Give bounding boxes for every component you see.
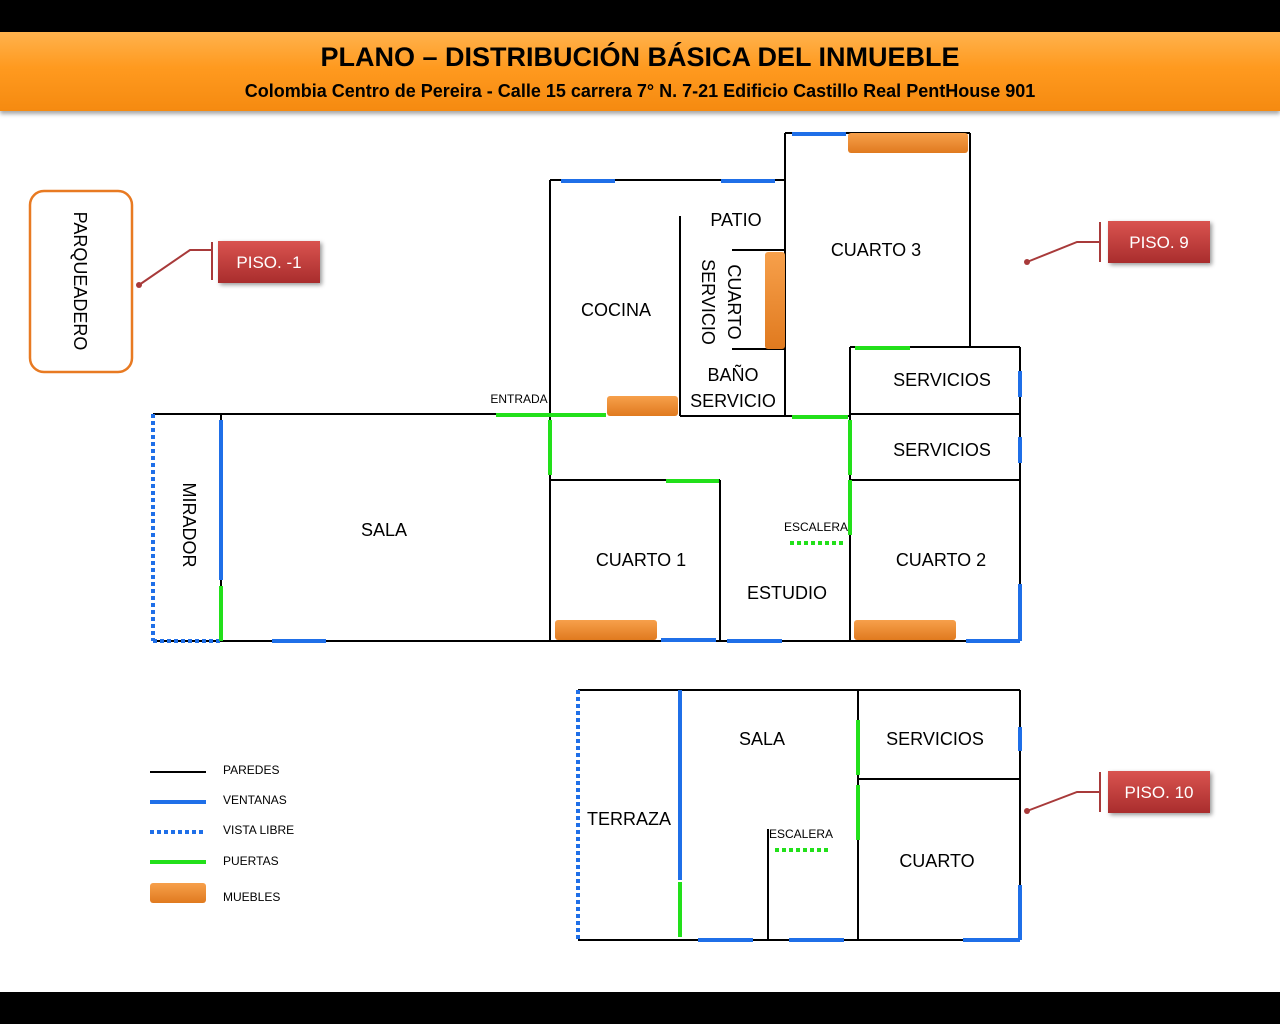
title-banner: PLANO – DISTRIBUCIÓN BÁSICA DEL INMUEBLE… (0, 32, 1280, 111)
label-mirador: MIRADOR (179, 483, 199, 568)
floor10-labels: SALA TERRAZA SERVICIOS ESCALERA CUARTO (587, 729, 984, 871)
label-servicios-a: SERVICIOS (893, 370, 991, 390)
label-bano-1: BAÑO (707, 364, 758, 385)
floor9-walls (153, 132, 1021, 642)
floor9-windows (219, 132, 1022, 643)
piso-10-tag: PISO. 10 (1108, 771, 1210, 813)
floor10-doors (678, 720, 860, 937)
piso-9-label: PISO. 9 (1129, 233, 1189, 252)
floor9-doors (219, 346, 910, 641)
top-black-bar (0, 0, 1280, 32)
label-cuarto-servicio-2: SERVICIO (698, 259, 718, 345)
label-cuarto3: CUARTO 3 (831, 240, 921, 260)
label-escalera-10: ESCALERA (769, 827, 833, 841)
label-cuarto-10: CUARTO (899, 851, 974, 871)
piso-10-connector (1024, 772, 1101, 814)
label-cuarto-servicio-1: CUARTO (724, 264, 744, 339)
parking-label: PARQUEADERO (70, 212, 90, 351)
label-servicios-b: SERVICIOS (893, 440, 991, 460)
legend-ventanas: VENTANAS (223, 793, 287, 807)
legend: PAREDES VENTANAS VISTA LIBRE PUERTAS MUE… (150, 763, 294, 904)
label-escalera-9: ESCALERA (784, 520, 848, 534)
floor10-windows (678, 690, 1022, 942)
label-cocina: COCINA (581, 300, 651, 320)
legend-furniture-swatch (150, 883, 206, 903)
label-entrada: ENTRADA (490, 392, 547, 406)
legend-paredes: PAREDES (223, 763, 279, 777)
label-cuarto2: CUARTO 2 (896, 550, 986, 570)
piso-m1-tag: PISO. -1 (218, 241, 320, 283)
plan-canvas (0, 32, 1280, 992)
page-title: PLANO – DISTRIBUCIÓN BÁSICA DEL INMUEBLE (320, 42, 960, 72)
page-subtitle: Colombia Centro de Pereira - Calle 15 ca… (244, 81, 1036, 101)
label-estudio: ESTUDIO (747, 583, 827, 603)
label-bano-2: SERVICIO (690, 391, 776, 411)
floor9-vista-libre (151, 414, 221, 643)
label-sala: SALA (361, 520, 407, 540)
label-terraza: TERRAZA (587, 809, 671, 829)
piso-9-connector (1024, 222, 1101, 265)
legend-muebles: MUEBLES (223, 890, 280, 904)
bottom-black-bar (0, 992, 1280, 1024)
piso-10-label: PISO. 10 (1125, 783, 1194, 802)
piso-m1-label: PISO. -1 (236, 253, 301, 272)
label-servicios-10: SERVICIOS (886, 729, 984, 749)
piso-m1-connector (136, 242, 213, 288)
floor9-furniture (555, 133, 968, 640)
label-sala-10: SALA (739, 729, 785, 749)
piso-9-tag: PISO. 9 (1108, 221, 1210, 263)
floor9-labels: SALA MIRADOR COCINA PATIO CUARTO SERVICI… (179, 210, 991, 603)
parking-box: PARQUEADERO (28, 189, 134, 374)
label-cuarto1: CUARTO 1 (596, 550, 686, 570)
legend-vista-libre: VISTA LIBRE (223, 823, 294, 837)
label-patio: PATIO (710, 210, 761, 230)
legend-puertas: PUERTAS (223, 854, 279, 868)
